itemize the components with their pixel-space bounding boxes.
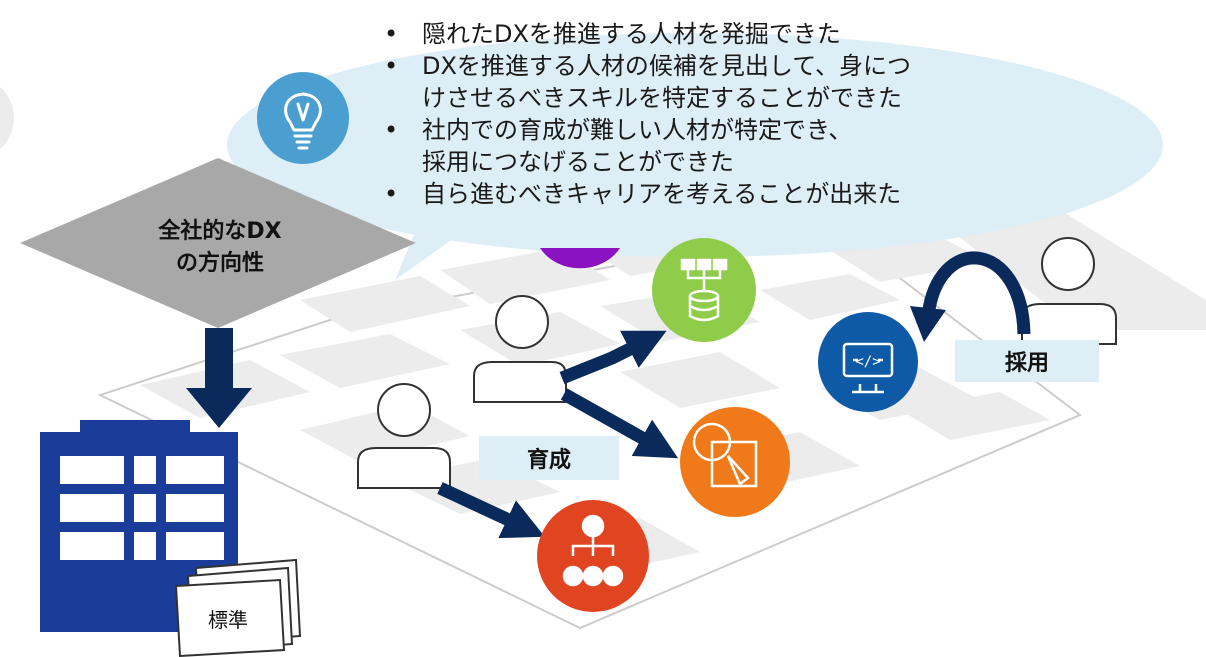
- recruit-tag: 採用: [955, 340, 1099, 382]
- document-stack-icon: [174, 558, 302, 657]
- bullet-text: 自ら進むべきキャリアを考えることが出来た: [422, 180, 902, 208]
- bullet-text: DXを推進する人材の候補を見出して、身につ: [422, 52, 912, 80]
- list-item: •社内での育成が難しい人材が特定でき、採用につなげることができた: [380, 114, 911, 178]
- code-monitor-icon: </>: [842, 342, 894, 394]
- list-item: •隠れたDXを推進する人材を発掘できた: [384, 20, 841, 48]
- develop-tag: 育成: [479, 436, 619, 480]
- benefit-list: •隠れたDXを推進する人材を発掘できた •DXを推進する人材の候補を見出して、身…: [380, 18, 911, 210]
- bullet-text: 社内での育成が難しい人材が特定でき、: [422, 116, 853, 144]
- dx-direction-label: 全社的なDX の方向性: [158, 219, 282, 276]
- org-chart-icon: [562, 514, 624, 587]
- down-arrow: [186, 328, 252, 428]
- person-icon: [473, 295, 567, 403]
- recruit-arrow: [910, 251, 1031, 342]
- person-icon: [357, 383, 451, 489]
- purple-circle: [540, 248, 620, 269]
- bullet-text-continued: けさせるべきスキルを特定することができた: [422, 84, 902, 112]
- list-item: •自ら進むべきキャリアを考えることが出来た: [384, 180, 902, 208]
- edge-circle: [0, 86, 14, 150]
- speech-bubble: [227, 33, 1163, 280]
- building-icon: [40, 420, 238, 632]
- develop-arrows: [437, 330, 679, 539]
- data-network-icon: [680, 258, 728, 322]
- lightbulb-icon: [284, 92, 322, 150]
- bullet-text: 隠れたDXを推進する人材を発掘できた: [422, 20, 841, 48]
- svg-text:</>: </>: [855, 354, 880, 370]
- person-icon: [1021, 237, 1117, 345]
- list-item: •DXを推進する人材の候補を見出して、身につけさせるべきスキルを特定することがで…: [384, 52, 912, 112]
- design-icon: [692, 422, 758, 488]
- bullet-text-continued: 採用につなげることができた: [422, 148, 734, 176]
- standard-document-label: 標準: [208, 608, 248, 632]
- code-circle: [818, 312, 918, 412]
- dx-direction-diamond: [20, 158, 416, 328]
